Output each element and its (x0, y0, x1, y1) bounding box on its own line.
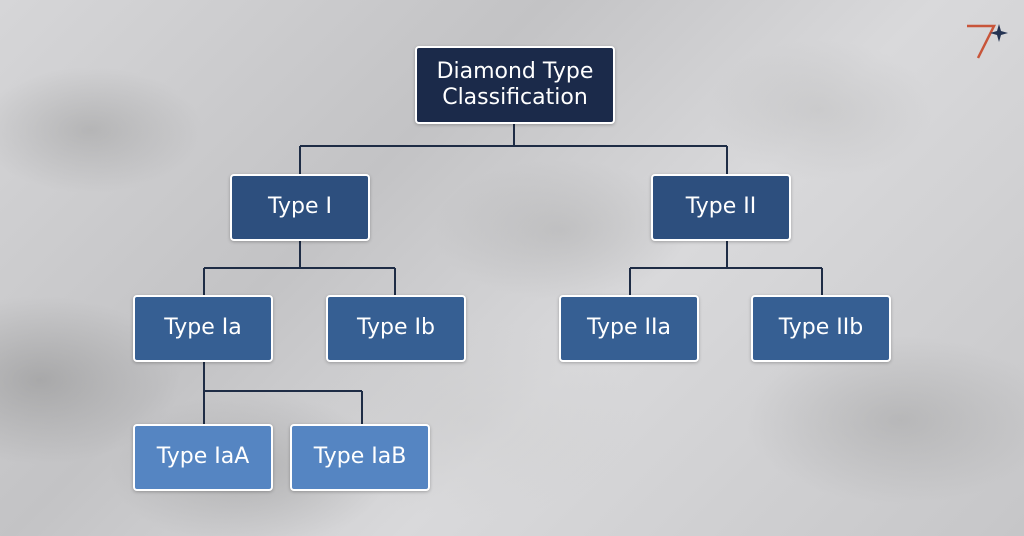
node-type-ii-label: Type II (685, 194, 757, 220)
connector-root-level1 (299, 123, 728, 174)
node-type-i: Type I (230, 174, 370, 241)
node-type-iab-label: Type IaB (313, 444, 407, 470)
node-root-line1: Diamond Type (436, 58, 594, 84)
connector-type-ii-children (629, 240, 823, 295)
node-type-ii: Type II (651, 174, 791, 241)
node-type-ia-label: Type Ia (164, 315, 242, 341)
connector-type-i-children (203, 240, 396, 295)
node-root-line2: Classification (442, 85, 588, 110)
node-type-iaa-label: Type IaA (156, 444, 250, 470)
node-type-iia-label: Type IIa (587, 315, 671, 341)
node-type-ib: Type Ib (326, 295, 466, 362)
connector-type-ia-children (203, 361, 363, 424)
node-type-i-label: Type I (267, 194, 332, 220)
node-type-iia: Type IIa (559, 295, 699, 362)
node-type-ib-label: Type Ib (357, 315, 435, 341)
node-type-iab: Type IaB (290, 424, 430, 491)
node-type-iib-label: Type IIb (778, 315, 864, 341)
node-type-ia: Type Ia (133, 295, 273, 362)
node-root: Diamond Type Classification (415, 46, 615, 124)
node-type-iib: Type IIb (751, 295, 891, 362)
brand-logo-icon (967, 24, 1008, 59)
node-type-iaa: Type IaA (133, 424, 273, 491)
